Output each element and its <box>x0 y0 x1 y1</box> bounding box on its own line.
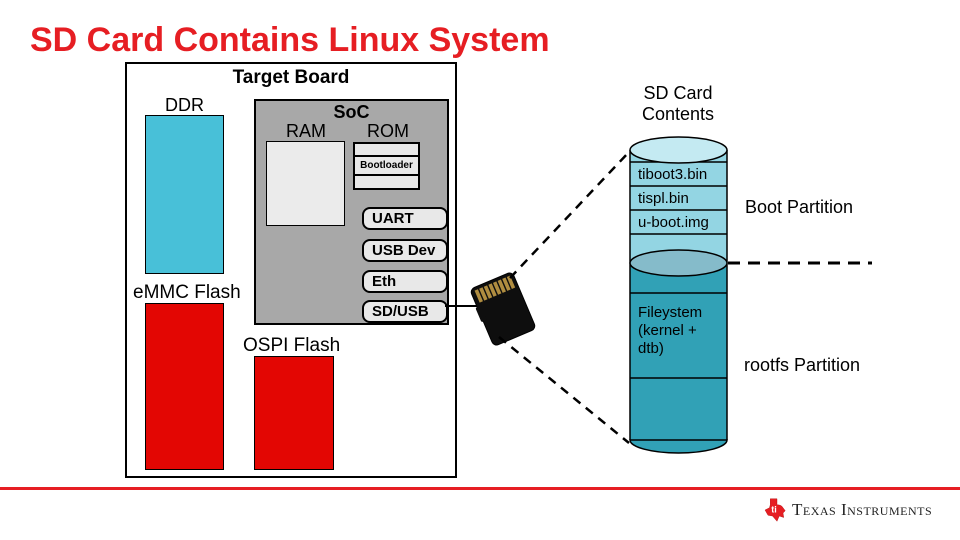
zoom-cone-lower-dashed-line <box>498 336 630 444</box>
ti-brand-text: Texas Instruments <box>792 500 933 519</box>
target-board-title: Target Board <box>232 67 350 88</box>
port-usb-dev: USB Dev <box>362 239 448 262</box>
rootfs-partition-label: rootfs Partition <box>744 355 861 375</box>
bootloader-label: Bootloader <box>355 157 418 176</box>
rom-block: Bootloader <box>353 142 420 190</box>
ddr-block <box>145 115 224 274</box>
sd-card-contents-heading: SD Card Contents <box>641 83 715 124</box>
ram-label: RAM <box>286 121 326 141</box>
micro-sd-card-icon <box>470 272 536 346</box>
rom-label: ROM <box>367 121 409 141</box>
boot-file-uboot: u-boot.img <box>638 214 709 231</box>
target-board-box: Target Board DDR SoC RAM ROM Bootloader … <box>125 62 457 478</box>
ram-block <box>266 141 345 226</box>
boot-file-tiboot3: tiboot3.bin <box>638 166 708 183</box>
boot-file-tispl: tispl.bin <box>638 190 689 207</box>
port-sd-usb: SD/USB <box>362 300 448 323</box>
emmc-flash-block <box>145 303 224 470</box>
ospi-flash-block <box>254 356 334 470</box>
boot-partition-label: Boot Partition <box>745 197 854 217</box>
svg-text:ti: ti <box>771 504 777 514</box>
ospi-flash-label: OSPI Flash <box>243 335 341 356</box>
ti-bug-icon: ti <box>764 498 786 522</box>
sd-card-contacts <box>474 275 516 303</box>
ddr-label: DDR <box>165 95 204 115</box>
emmc-flash-label: eMMC Flash <box>133 282 241 303</box>
footer-divider-line <box>0 487 960 490</box>
ti-logo: ti Texas Instruments <box>762 497 932 523</box>
soc-box: SoC RAM ROM Bootloader UART USB Dev Eth … <box>254 99 449 325</box>
cylinder-bottom-arc <box>629 439 728 454</box>
cylinder-top-ellipse <box>629 136 728 164</box>
slide-title: SD Card Contains Linux System <box>30 21 550 59</box>
port-eth: Eth <box>362 270 448 293</box>
rootfs-filesystem-label: Fileystem (kernel + dtb) <box>638 304 703 357</box>
rom-row-empty-top <box>355 144 418 157</box>
port-uart: UART <box>362 207 448 230</box>
cylinder-mid-ellipse <box>629 249 728 277</box>
soc-label: SoC <box>333 102 370 122</box>
zoom-cone-upper-dashed-line <box>509 151 630 279</box>
